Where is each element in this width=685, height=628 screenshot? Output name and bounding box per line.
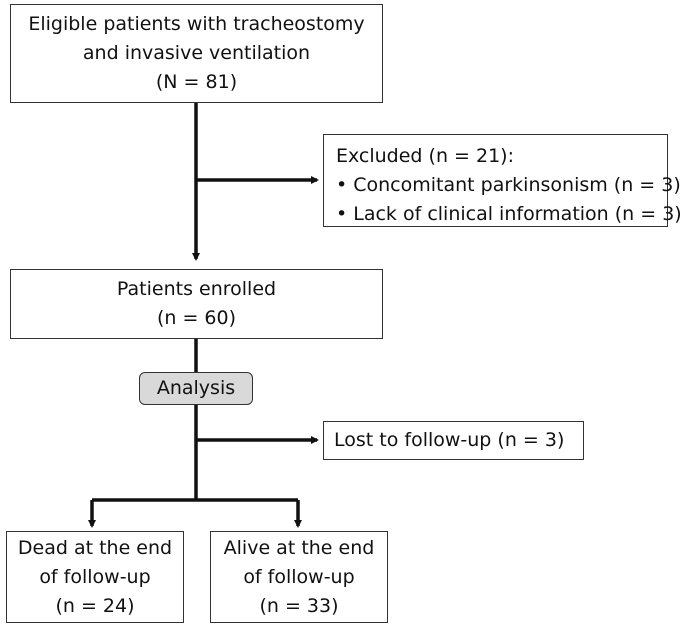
patients-enrolled-box: Patients enrolled (n = 60) — [10, 269, 383, 339]
enrolled-line-1: Patients enrolled — [116, 278, 277, 300]
lost-to-follow-up-box: Lost to follow-up (n = 3) — [323, 421, 584, 460]
eligible-line-2: and invasive ventilation — [82, 42, 311, 64]
eligible-line-3: (N = 81) — [155, 71, 238, 93]
excluded-item-2: • Lack of clinical information (n = 3) — [336, 203, 682, 225]
enrolled-line-2: (n = 60) — [156, 307, 237, 329]
eligible-patients-box: Eligible patients with tracheostomy and … — [10, 4, 383, 103]
alive-box: Alive at the end of follow-up (n = 33) — [210, 531, 388, 623]
excluded-item-2-text: Lack of clinical information (n = 3) — [353, 203, 682, 225]
lost-label: Lost to follow-up (n = 3) — [334, 429, 565, 451]
excluded-item-1: • Concomitant parkinsonism (n = 3) — [336, 174, 681, 196]
excluded-title: Excluded (n = 21): — [336, 145, 514, 167]
dead-line-2: of follow-up — [39, 565, 151, 588]
dead-box: Dead at the end of follow-up (n = 24) — [6, 531, 184, 623]
alive-line-3: (n = 33) — [259, 594, 339, 617]
dead-line-3: (n = 24) — [55, 594, 135, 617]
eligible-line-1: Eligible patients with tracheostomy — [28, 13, 365, 35]
analysis-label: Analysis — [139, 372, 253, 405]
excluded-box: Excluded (n = 21): • Concomitant parkins… — [323, 134, 682, 227]
alive-line-2: of follow-up — [243, 565, 355, 588]
excluded-item-1-text: Concomitant parkinsonism (n = 3) — [353, 174, 681, 196]
dead-line-1: Dead at the end — [17, 536, 173, 559]
alive-line-1: Alive at the end — [223, 536, 375, 559]
